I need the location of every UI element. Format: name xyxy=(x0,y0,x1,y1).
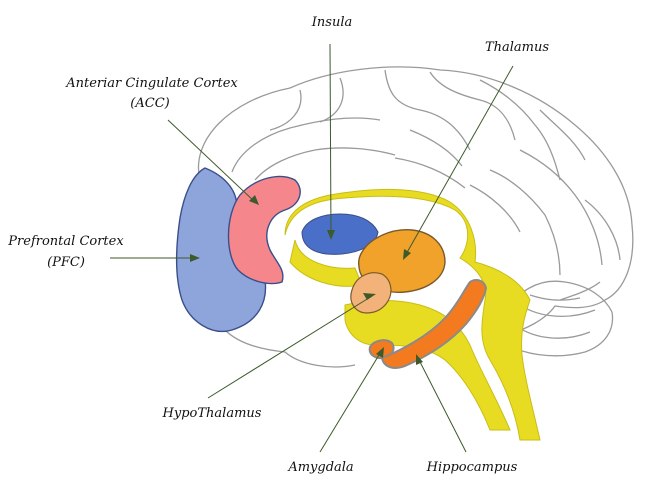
leader-lines xyxy=(110,43,514,453)
acc-label-line2: (ACC) xyxy=(130,96,170,111)
leader-amygdala xyxy=(319,349,383,453)
leader-thalamus xyxy=(404,65,514,257)
leader-hypothalamus xyxy=(207,295,373,399)
leader-acc xyxy=(167,119,256,203)
hypothalamus-label: HypoThalamus xyxy=(162,406,262,421)
brain-outline xyxy=(197,66,634,368)
acc-label-line1: Anteriar Cingulate Cortex xyxy=(66,76,238,91)
leader-arrowheads xyxy=(190,195,423,365)
hippocampus-region xyxy=(380,279,488,369)
amygdala-label: Amygdala xyxy=(288,460,354,475)
pfc-label-line1: Prefrontal Cortex xyxy=(8,234,124,249)
hippocampus-label: Hippocampus xyxy=(426,460,518,475)
insula-region xyxy=(301,213,379,255)
insula-label: Insula xyxy=(311,15,353,30)
brainstem-region xyxy=(284,188,541,441)
thalamus-label: Thalamus xyxy=(484,40,550,55)
acc-region xyxy=(227,175,301,285)
leader-insula xyxy=(329,43,332,237)
pfc-label-line2: (PFC) xyxy=(47,255,85,270)
leader-hippocampus xyxy=(417,357,467,453)
